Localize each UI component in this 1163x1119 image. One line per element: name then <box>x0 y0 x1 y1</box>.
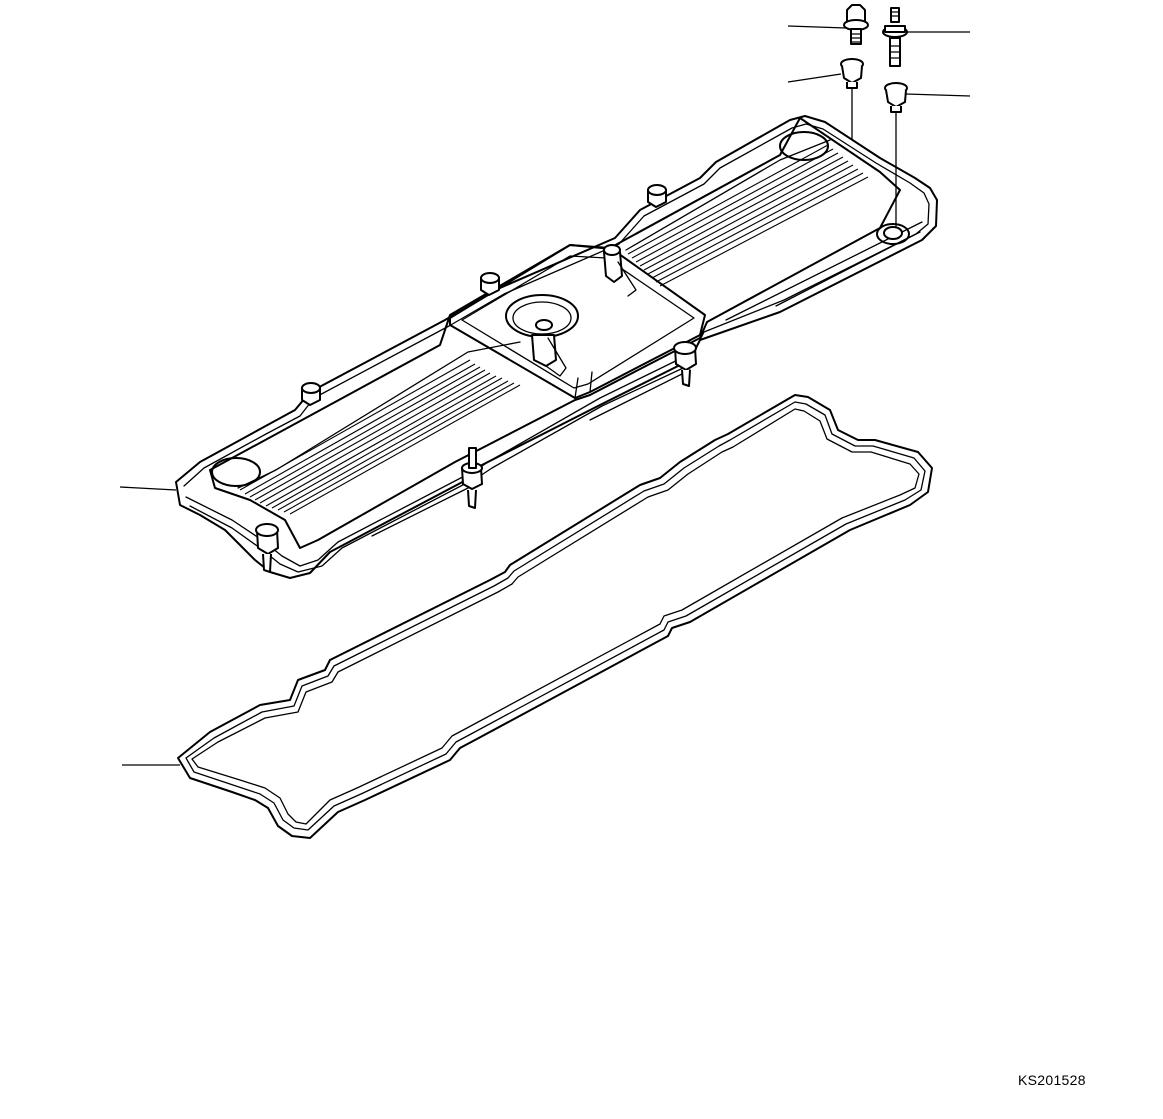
leader-lines <box>119 25 971 766</box>
head-cover-center-housing <box>449 244 706 399</box>
grommet-left <box>840 58 864 89</box>
head-cover-ribs-right <box>625 139 869 287</box>
head-cover-end-cap-left <box>211 457 261 487</box>
head-cover-skirt-line-2 <box>189 361 697 573</box>
head-cover-flange-inner <box>183 123 930 487</box>
gasket-outer-edge <box>177 394 933 839</box>
leader-line-grommet-right <box>905 93 971 97</box>
head-cover-bolt-bosses <box>255 184 910 573</box>
head-cover-ribs-left <box>237 341 521 515</box>
stud-bolt <box>882 7 908 67</box>
head-cover-end-cap-right <box>779 131 829 161</box>
gasket-inner-edge-1 <box>185 401 926 831</box>
grommet-right <box>884 82 908 113</box>
head-cover <box>175 115 938 579</box>
figure-code: KS201528 <box>1018 1072 1086 1088</box>
flanged-bolt <box>843 4 869 45</box>
mounting-hardware <box>840 4 908 227</box>
head-cover-gasket <box>177 394 933 839</box>
leader-line-flanged-bolt <box>787 25 847 29</box>
leader-line-head-cover <box>119 486 177 491</box>
leader-line-grommet-left <box>787 73 842 83</box>
gasket-inner-edge-2 <box>191 408 920 825</box>
